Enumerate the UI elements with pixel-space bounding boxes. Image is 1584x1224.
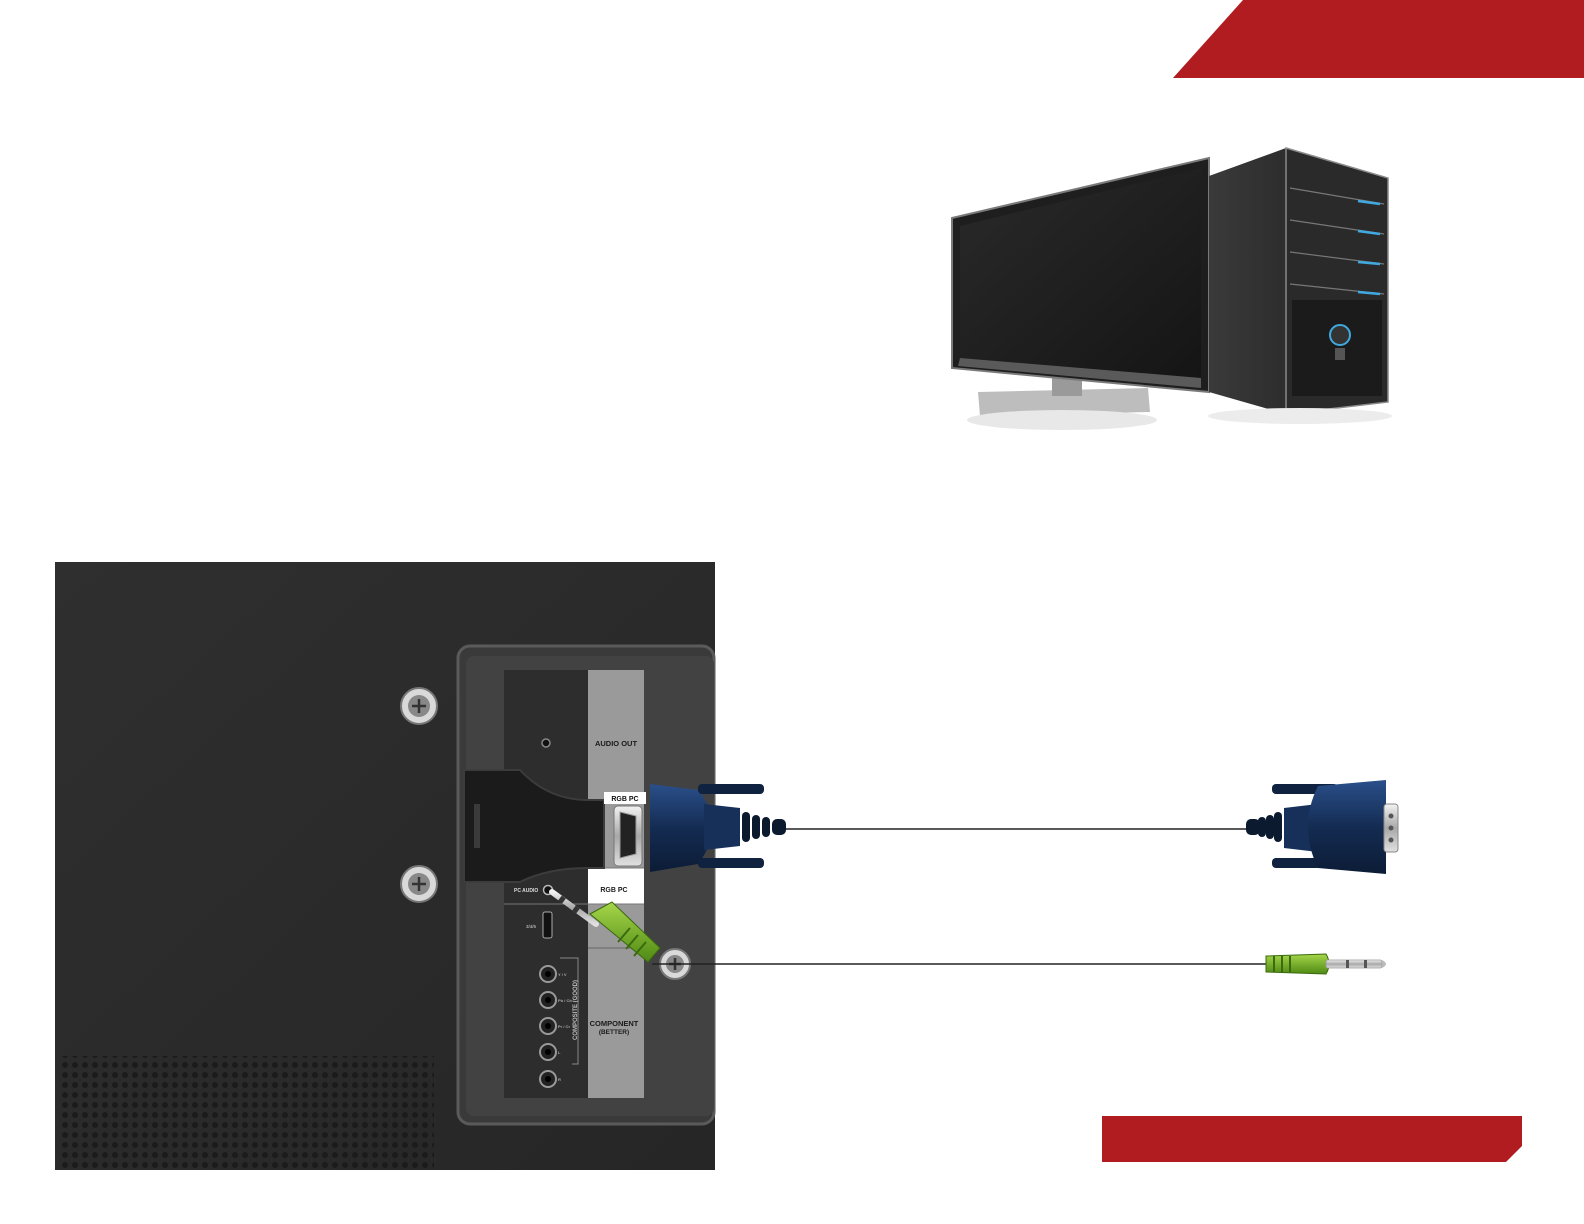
hdmi-port [542, 911, 553, 939]
pc-audio-label: PC AUDIO [514, 888, 538, 894]
rgb-pc-tag-label: RGB PC [611, 796, 638, 803]
component-label-line1: COMPONENT [590, 1019, 639, 1028]
speaker-grille [58, 1056, 434, 1170]
desktop-computer-icon [951, 146, 1392, 430]
monitor-stand-neck [1052, 378, 1082, 396]
jack-l-label: L [558, 1050, 561, 1055]
header-banner [1173, 0, 1584, 78]
component-jacks [539, 965, 557, 1088]
vga-connector-icon [1246, 780, 1399, 874]
jack-r-label: R [558, 1077, 561, 1082]
composite-bracket [560, 957, 579, 1065]
vga-plug-body-pc [1308, 780, 1386, 874]
vga-connector-icon: RGB PC [463, 769, 786, 883]
jack-pr-label: Pr / Cr [558, 1024, 570, 1029]
screw-icon [400, 687, 438, 725]
monitor-stand-base [978, 388, 1150, 416]
screw-icon [400, 865, 438, 903]
hdmi-small-label: 3/4/5 [526, 924, 537, 929]
drive-leds [1357, 199, 1381, 296]
monitor-screen [960, 168, 1201, 378]
composite-label: COMPOSITE (GOOD) [573, 980, 579, 1040]
footer-banner [1102, 1116, 1522, 1162]
audio-out-port [541, 738, 551, 748]
vga-shroud [463, 769, 605, 883]
vga-plug-body-tv [650, 784, 712, 872]
jack-y-label: Y / V [558, 972, 567, 977]
component-label-line2: (BETTER) [599, 1029, 629, 1036]
audio-plug-body-pc [1265, 953, 1330, 975]
audio-jack-icon [1265, 953, 1386, 975]
power-button-icon [1329, 324, 1351, 346]
jack-pb-label: Pb / Cb [558, 998, 572, 1003]
rgb-pc-section-label: RGB PC [600, 887, 627, 894]
audio-jack-icon [549, 889, 661, 963]
audio-out-label: AUDIO OUT [595, 739, 638, 748]
